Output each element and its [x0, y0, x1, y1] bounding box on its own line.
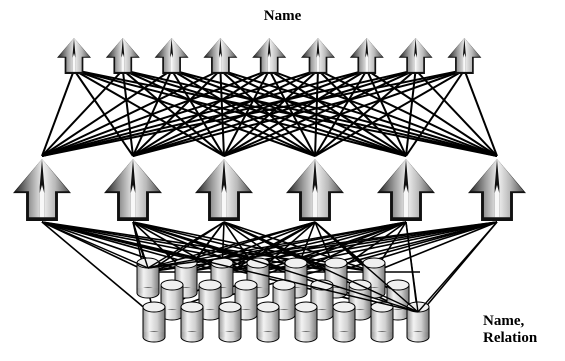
edge-overlay-4-0 [147, 221, 407, 269]
edge-mid-5-cyl-6 [373, 221, 498, 273]
edge-top-2-mid-3 [171, 69, 316, 157]
bottom-cylinder-8 [160, 279, 184, 321]
edge-top-1-mid-3 [122, 69, 316, 157]
edge-mid-0-cyl-7 [41, 221, 155, 317]
edge-overlay-3-0 [147, 221, 316, 269]
middle-node-3 [195, 159, 253, 221]
middle-node-5 [377, 159, 435, 221]
top-layer-label: Name [263, 8, 302, 24]
edge-top-7-mid-1 [132, 69, 416, 157]
edge-top-4-mid-4 [268, 69, 407, 157]
edge-top-8-mid-3 [314, 69, 465, 157]
edge-mid-4-cyl-3 [257, 221, 407, 273]
edge-top-5-mid-0 [41, 69, 319, 157]
middle-node-1 [13, 159, 71, 221]
edge-top-2-mid-1 [132, 69, 173, 157]
bottom-cylinder-18 [256, 301, 280, 343]
edge-top-2-mid-0 [41, 69, 173, 157]
top-node-4 [203, 38, 238, 74]
edge-top-3-mid-5 [220, 69, 498, 157]
edge-top-2-mid-5 [171, 69, 498, 157]
bottom-cylinder-20 [332, 301, 356, 343]
middle-node-6 [468, 159, 526, 221]
top-node-8 [398, 38, 433, 74]
edge-top-2-mid-4 [171, 69, 407, 157]
edge-top-8-mid-2 [223, 69, 465, 157]
edge-top-0-mid-4 [73, 69, 407, 157]
nodes-group [13, 38, 526, 343]
edge-overlay-2-0 [147, 221, 225, 269]
bottom-cylinder-15 [142, 301, 166, 343]
edge-top-6-mid-3 [314, 69, 368, 157]
edge-top-1-mid-0 [41, 69, 124, 157]
top-node-6 [301, 38, 335, 74]
edge-top-4-mid-0 [41, 69, 270, 157]
top-node-1 [57, 38, 91, 74]
middle-node-2 [104, 159, 162, 221]
bottom-cylinder-19 [294, 301, 318, 343]
edge-top-3-mid-3 [219, 69, 316, 157]
edge-top-0-mid-3 [73, 69, 316, 157]
edge-top-7-mid-4 [405, 69, 417, 157]
edge-top-8-mid-1 [132, 69, 465, 157]
edge-overlay-5-0 [147, 221, 498, 269]
edge-top-0-mid-5 [73, 69, 498, 157]
bottom-layer-label: Name, Relation [483, 313, 537, 347]
top-node-5 [252, 38, 287, 74]
top-node-9 [447, 38, 482, 74]
bottom-label-line2: Relation [483, 330, 538, 346]
edge-overlay-2-1 [223, 221, 419, 313]
edge-top-4-mid-3 [268, 69, 316, 157]
edge-top-7-mid-2 [223, 69, 417, 157]
edge-top-7-mid-0 [41, 69, 416, 157]
edge-mid-5-cyl-1 [185, 221, 498, 273]
edge-top-3-mid-2 [219, 69, 225, 157]
edge-overlay-0-0 [41, 221, 149, 269]
edge-top-3-mid-0 [41, 69, 221, 157]
edge-top-0-mid-0 [41, 69, 75, 157]
edge-top-3-mid-4 [219, 69, 407, 157]
edge-overlay-5-1 [417, 221, 498, 313]
edge-top-0-mid-1 [73, 69, 134, 157]
edge-top-2-mid-2 [170, 69, 225, 157]
bottom-cylinder-21 [370, 301, 394, 343]
edge-top-4-mid-5 [268, 69, 498, 157]
top-node-3 [154, 38, 189, 74]
top-node-2 [105, 38, 140, 74]
edge-top-1-mid-5 [122, 69, 498, 157]
edge-top-7-mid-5 [414, 69, 498, 157]
bottom-label-line1: Name, [483, 313, 525, 329]
bottom-cylinder-17 [218, 301, 242, 343]
edge-top-1-mid-4 [122, 69, 407, 157]
edge-top-0-mid-2 [73, 69, 225, 157]
edge-overlay-3-1 [314, 221, 419, 313]
edge-overlay-1-1 [132, 221, 419, 313]
top-node-7 [349, 38, 384, 74]
edge-overlay-1-0 [132, 221, 149, 269]
middle-node-4 [286, 159, 344, 221]
edge-overlay-0-1 [41, 221, 419, 313]
edge-top-6-mid-0 [41, 69, 368, 157]
edge-overlay [41, 221, 498, 313]
edge-top-1-mid-1 [121, 69, 134, 157]
edge-top-5-mid-4 [317, 69, 407, 157]
bottom-cylinder-16 [180, 301, 204, 343]
edge-top-8-mid-4 [405, 69, 466, 157]
edges-group [41, 69, 498, 317]
edge-overlay-4-1 [405, 221, 419, 313]
edge-top-8-mid-0 [41, 69, 465, 157]
edge-top-6-mid-5 [366, 69, 498, 157]
edge-top-1-mid-2 [122, 69, 225, 157]
edge-top-6-mid-4 [365, 69, 407, 157]
edge-top-4-mid-2 [223, 69, 271, 157]
edge-top-5-mid-5 [317, 69, 498, 157]
edge-top-8-mid-5 [463, 69, 498, 157]
bottom-cylinder-9 [198, 279, 222, 321]
edge-top-5-mid-3 [314, 69, 319, 157]
